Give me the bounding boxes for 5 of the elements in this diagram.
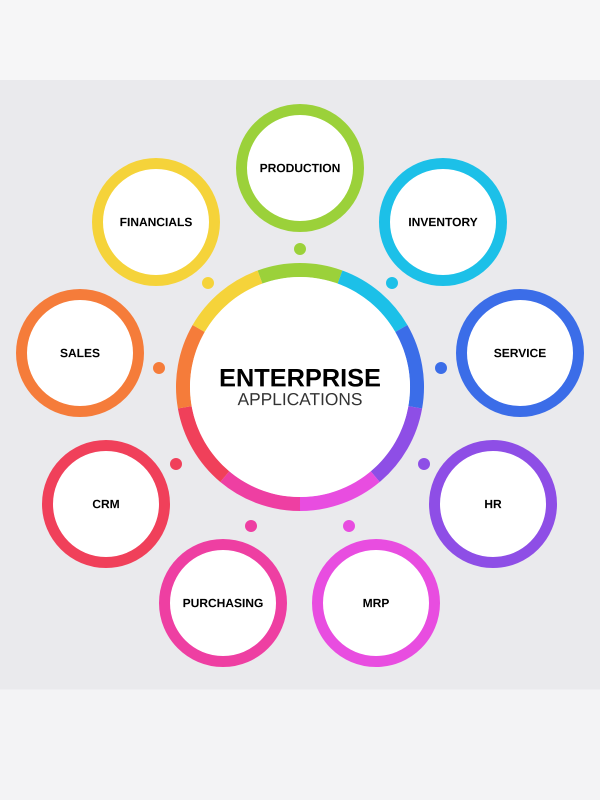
circle-node: PURCHASING — [159, 539, 287, 667]
circle-node: MRP — [312, 539, 440, 667]
circle-node: HR — [429, 440, 557, 568]
circle-node: INVENTORY — [379, 158, 507, 286]
circle-node: SERVICE — [456, 289, 584, 417]
